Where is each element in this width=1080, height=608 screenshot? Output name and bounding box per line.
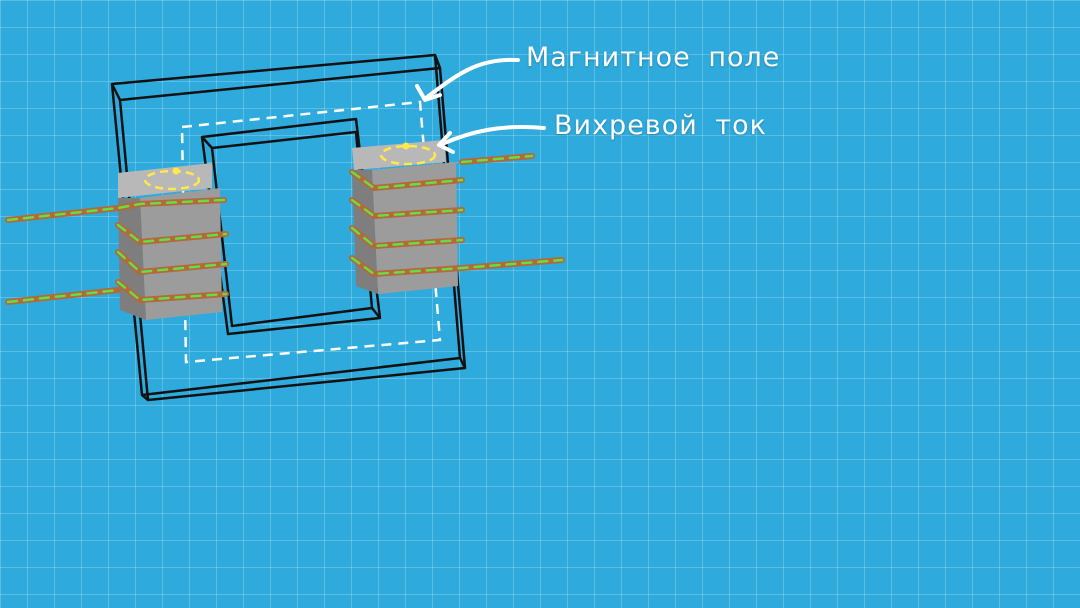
eddy-current-loop-right xyxy=(379,142,437,166)
magnetic-flux-path xyxy=(180,100,442,364)
eddy-current-loop-left xyxy=(143,167,201,191)
right-coil-windings xyxy=(349,153,565,278)
magnetic-field-label: Магнитное поле xyxy=(526,42,781,73)
eddy-current-label: Вихревой ток xyxy=(554,110,767,141)
left-core-block xyxy=(118,163,222,320)
arrow-magnetic-field xyxy=(415,57,520,102)
left-coil-windings xyxy=(5,197,229,305)
arrow-eddy-current xyxy=(437,124,546,154)
